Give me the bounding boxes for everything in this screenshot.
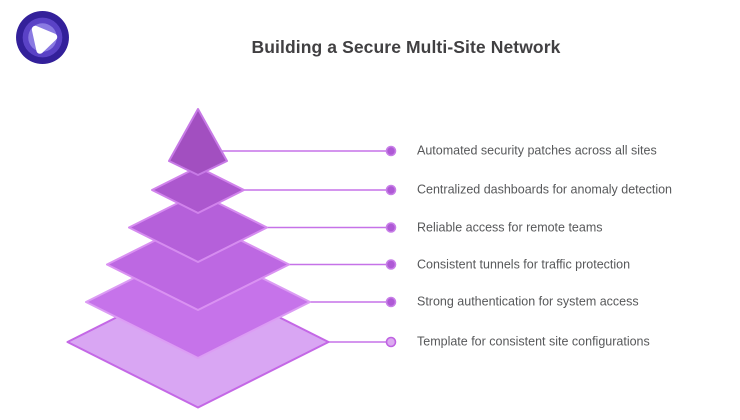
layer-label-1: Automated security patches across all si… (417, 143, 657, 158)
layer-label-5: Strong authentication for system access (417, 294, 639, 309)
connector-dot (385, 222, 397, 233)
layer-label-4: Consistent tunnels for traffic protectio… (417, 257, 631, 271)
connector-dot (385, 296, 397, 308)
logo-triangle-mark (31, 25, 58, 54)
pyramid-layer-2-shape (151, 166, 245, 214)
pyramid-layer-1-shape (168, 108, 228, 176)
page-title: Building a Secure Multi-Site Network (251, 37, 561, 57)
connector-dot (385, 336, 397, 348)
connector-dot (385, 184, 397, 196)
connector-dot (385, 259, 397, 270)
layer-label-3: Reliable access for remote teams (417, 220, 603, 234)
layer-label-6: Template for consistent site configurati… (417, 334, 650, 349)
connector-dot (385, 145, 397, 157)
brand-logo-icon (16, 11, 69, 64)
pyramid-layer-4-shape (106, 218, 290, 311)
pyramid-layer-3-shape (128, 192, 268, 263)
layer-label-2: Centralized dashboards for anomaly detec… (417, 182, 673, 197)
